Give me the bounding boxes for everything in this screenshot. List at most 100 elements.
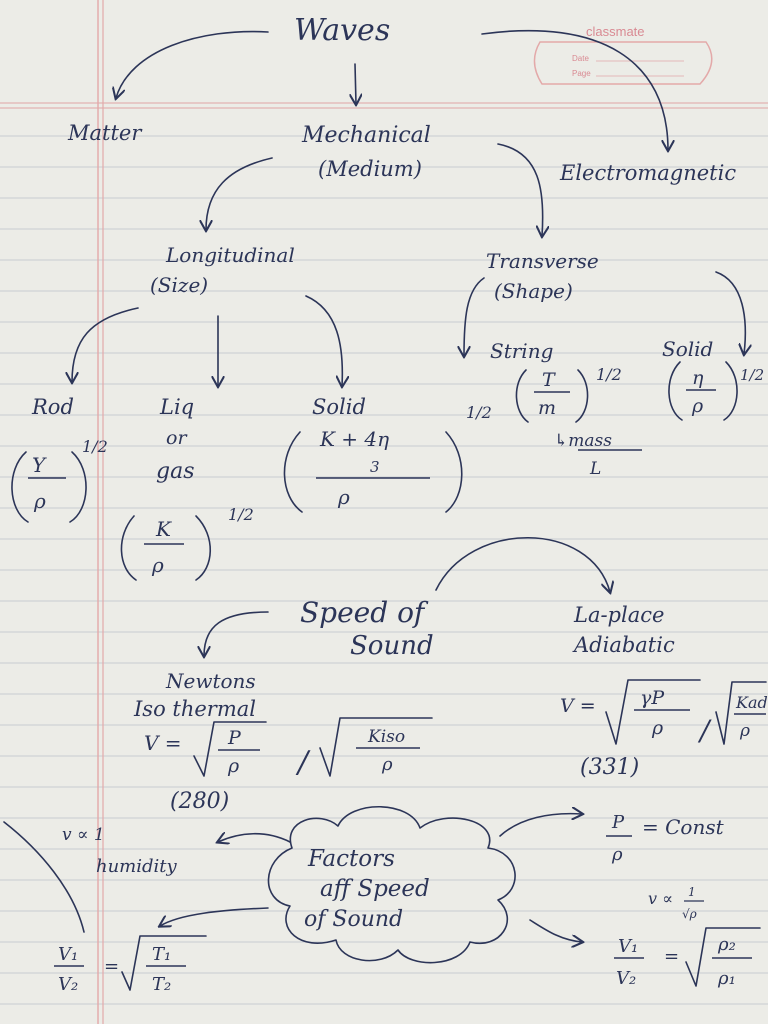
density-numerator: ρ₂ <box>717 934 736 955</box>
temp-denominator: T₂ <box>152 974 171 995</box>
branch-medium-note: (Medium) <box>318 157 422 181</box>
pressure-denominator: ρ <box>611 844 623 865</box>
transverse-title: Transverse <box>486 249 599 273</box>
arrow-to-temperature <box>160 907 269 926</box>
trans-solid-numerator: η <box>692 367 704 389</box>
arrow-to-matter <box>116 30 269 98</box>
speed-title-line2: Sound <box>350 631 434 661</box>
newton-slash: / <box>295 745 311 780</box>
laplace-alt-denominator: ρ <box>739 721 750 741</box>
arrow-to-trans-solid <box>715 271 745 354</box>
longitudinal-title: Longitudinal <box>165 243 295 267</box>
density-sqrt-sign <box>685 927 761 987</box>
long-solid-close-paren <box>445 431 463 513</box>
arrow-to-laplace <box>435 537 610 592</box>
newton-alt-numerator: Kiso <box>367 727 405 747</box>
longitudinal-note: (Size) <box>150 273 208 297</box>
laplace-denominator: ρ <box>651 717 664 739</box>
liquid-open-paren <box>120 515 137 581</box>
laplace-v: V = <box>560 695 596 717</box>
pressure-rhs: = Const <box>642 815 725 839</box>
rod-close-paren <box>69 451 87 523</box>
branch-mechanical: Mechanical <box>301 123 431 148</box>
ruled-lines <box>0 135 768 1005</box>
laplace-sqrt-sign <box>605 679 701 745</box>
long-solid-label: Solid <box>312 395 366 419</box>
branch-electromagnetic: Electromagnetic <box>559 161 736 185</box>
laplace-numerator: γP <box>640 687 665 709</box>
margin-stroke <box>3 821 85 933</box>
long-solid-open-paren <box>283 431 303 513</box>
newton-line1: Newtons <box>165 669 256 693</box>
trans-solid-open-paren <box>668 361 683 421</box>
newton-v: V = <box>144 731 182 755</box>
laplace-line1: La-place <box>573 603 664 627</box>
density-relation: v ∝ <box>648 889 673 908</box>
newton-alt-denominator: ρ <box>381 754 393 775</box>
trans-solid-denominator: ρ <box>691 395 704 417</box>
branch-matter: Matter <box>67 121 143 145</box>
trans-solid-close-paren <box>723 361 738 421</box>
long-solid-numerator-sub: 3 <box>370 458 380 476</box>
string-mass-note: ↳mass <box>554 431 612 451</box>
laplace-alt-sqrt-sign <box>715 681 767 745</box>
arrow-to-string <box>464 277 485 356</box>
density-lhs-denominator: V₂ <box>616 968 636 989</box>
arrow-to-longitudinal <box>206 157 273 230</box>
trans-solid-power: 1/2 <box>740 366 764 384</box>
trans-solid-label: Solid <box>662 337 713 361</box>
page-title: Waves <box>294 13 390 48</box>
newton-value: (280) <box>170 789 229 814</box>
long-solid-denominator: ρ <box>337 485 350 509</box>
long-solid-numerator: K + 4η <box>319 427 389 451</box>
string-open-paren <box>515 369 529 423</box>
factors-cloud <box>267 806 516 964</box>
density-relation-denominator: √ρ <box>682 907 697 921</box>
string-close-paren <box>575 369 589 423</box>
newton-denominator: ρ <box>227 755 240 777</box>
temp-lhs-numerator: V₁ <box>58 944 78 965</box>
liquid-line2: or <box>166 427 188 449</box>
rod-power: 1/2 <box>82 437 108 456</box>
factors-line1: Factors <box>307 846 395 872</box>
arrow-to-pressure <box>499 814 582 837</box>
rod-open-paren <box>11 451 29 523</box>
pressure-numerator: P <box>611 812 625 833</box>
stamp-brand: classmate <box>586 24 645 39</box>
humidity-label: humidity <box>96 856 178 877</box>
temp-numerator: T₁ <box>152 944 171 965</box>
arrow-to-newton <box>204 611 269 656</box>
newton-numerator: P <box>227 727 242 749</box>
rod-denominator: ρ <box>33 489 46 513</box>
arrow-to-mechanical <box>355 63 356 104</box>
stamp-page-label: Page <box>572 69 591 78</box>
transverse-note: (Shape) <box>494 279 573 303</box>
factors-line3: of Sound <box>304 907 403 932</box>
arrow-to-humidity <box>218 834 291 842</box>
arrow-to-density <box>529 919 582 942</box>
rod-numerator: Y <box>32 453 47 477</box>
density-lhs-numerator: V₁ <box>618 936 638 957</box>
string-denominator: m <box>538 397 556 419</box>
factors-line2: aff Speed <box>320 876 430 902</box>
liquid-line3: gas <box>156 459 195 484</box>
newton-sqrt-sign <box>193 721 267 777</box>
newton-line2: Iso thermal <box>133 697 256 721</box>
liquid-power: 1/2 <box>228 505 254 524</box>
temp-sqrt-sign <box>121 935 207 991</box>
density-denominator: ρ₁ <box>717 968 736 989</box>
arrow-to-rod <box>72 307 139 382</box>
humidity-relation: v ∝ 1 <box>62 825 105 845</box>
stamp-date-label: Date <box>572 54 589 63</box>
arrow-to-long-solid <box>305 295 342 386</box>
speed-title-line1: Speed of <box>300 596 429 629</box>
temp-lhs-denominator: V₂ <box>58 974 78 995</box>
classmate-stamp: classmate Date Page <box>533 24 713 85</box>
laplace-alt-numerator: Kad <box>735 693 768 712</box>
string-power: 1/2 <box>596 365 622 384</box>
density-equals: = <box>664 946 679 967</box>
liquid-line1: Liq <box>159 395 194 419</box>
string-label: String <box>490 339 553 363</box>
